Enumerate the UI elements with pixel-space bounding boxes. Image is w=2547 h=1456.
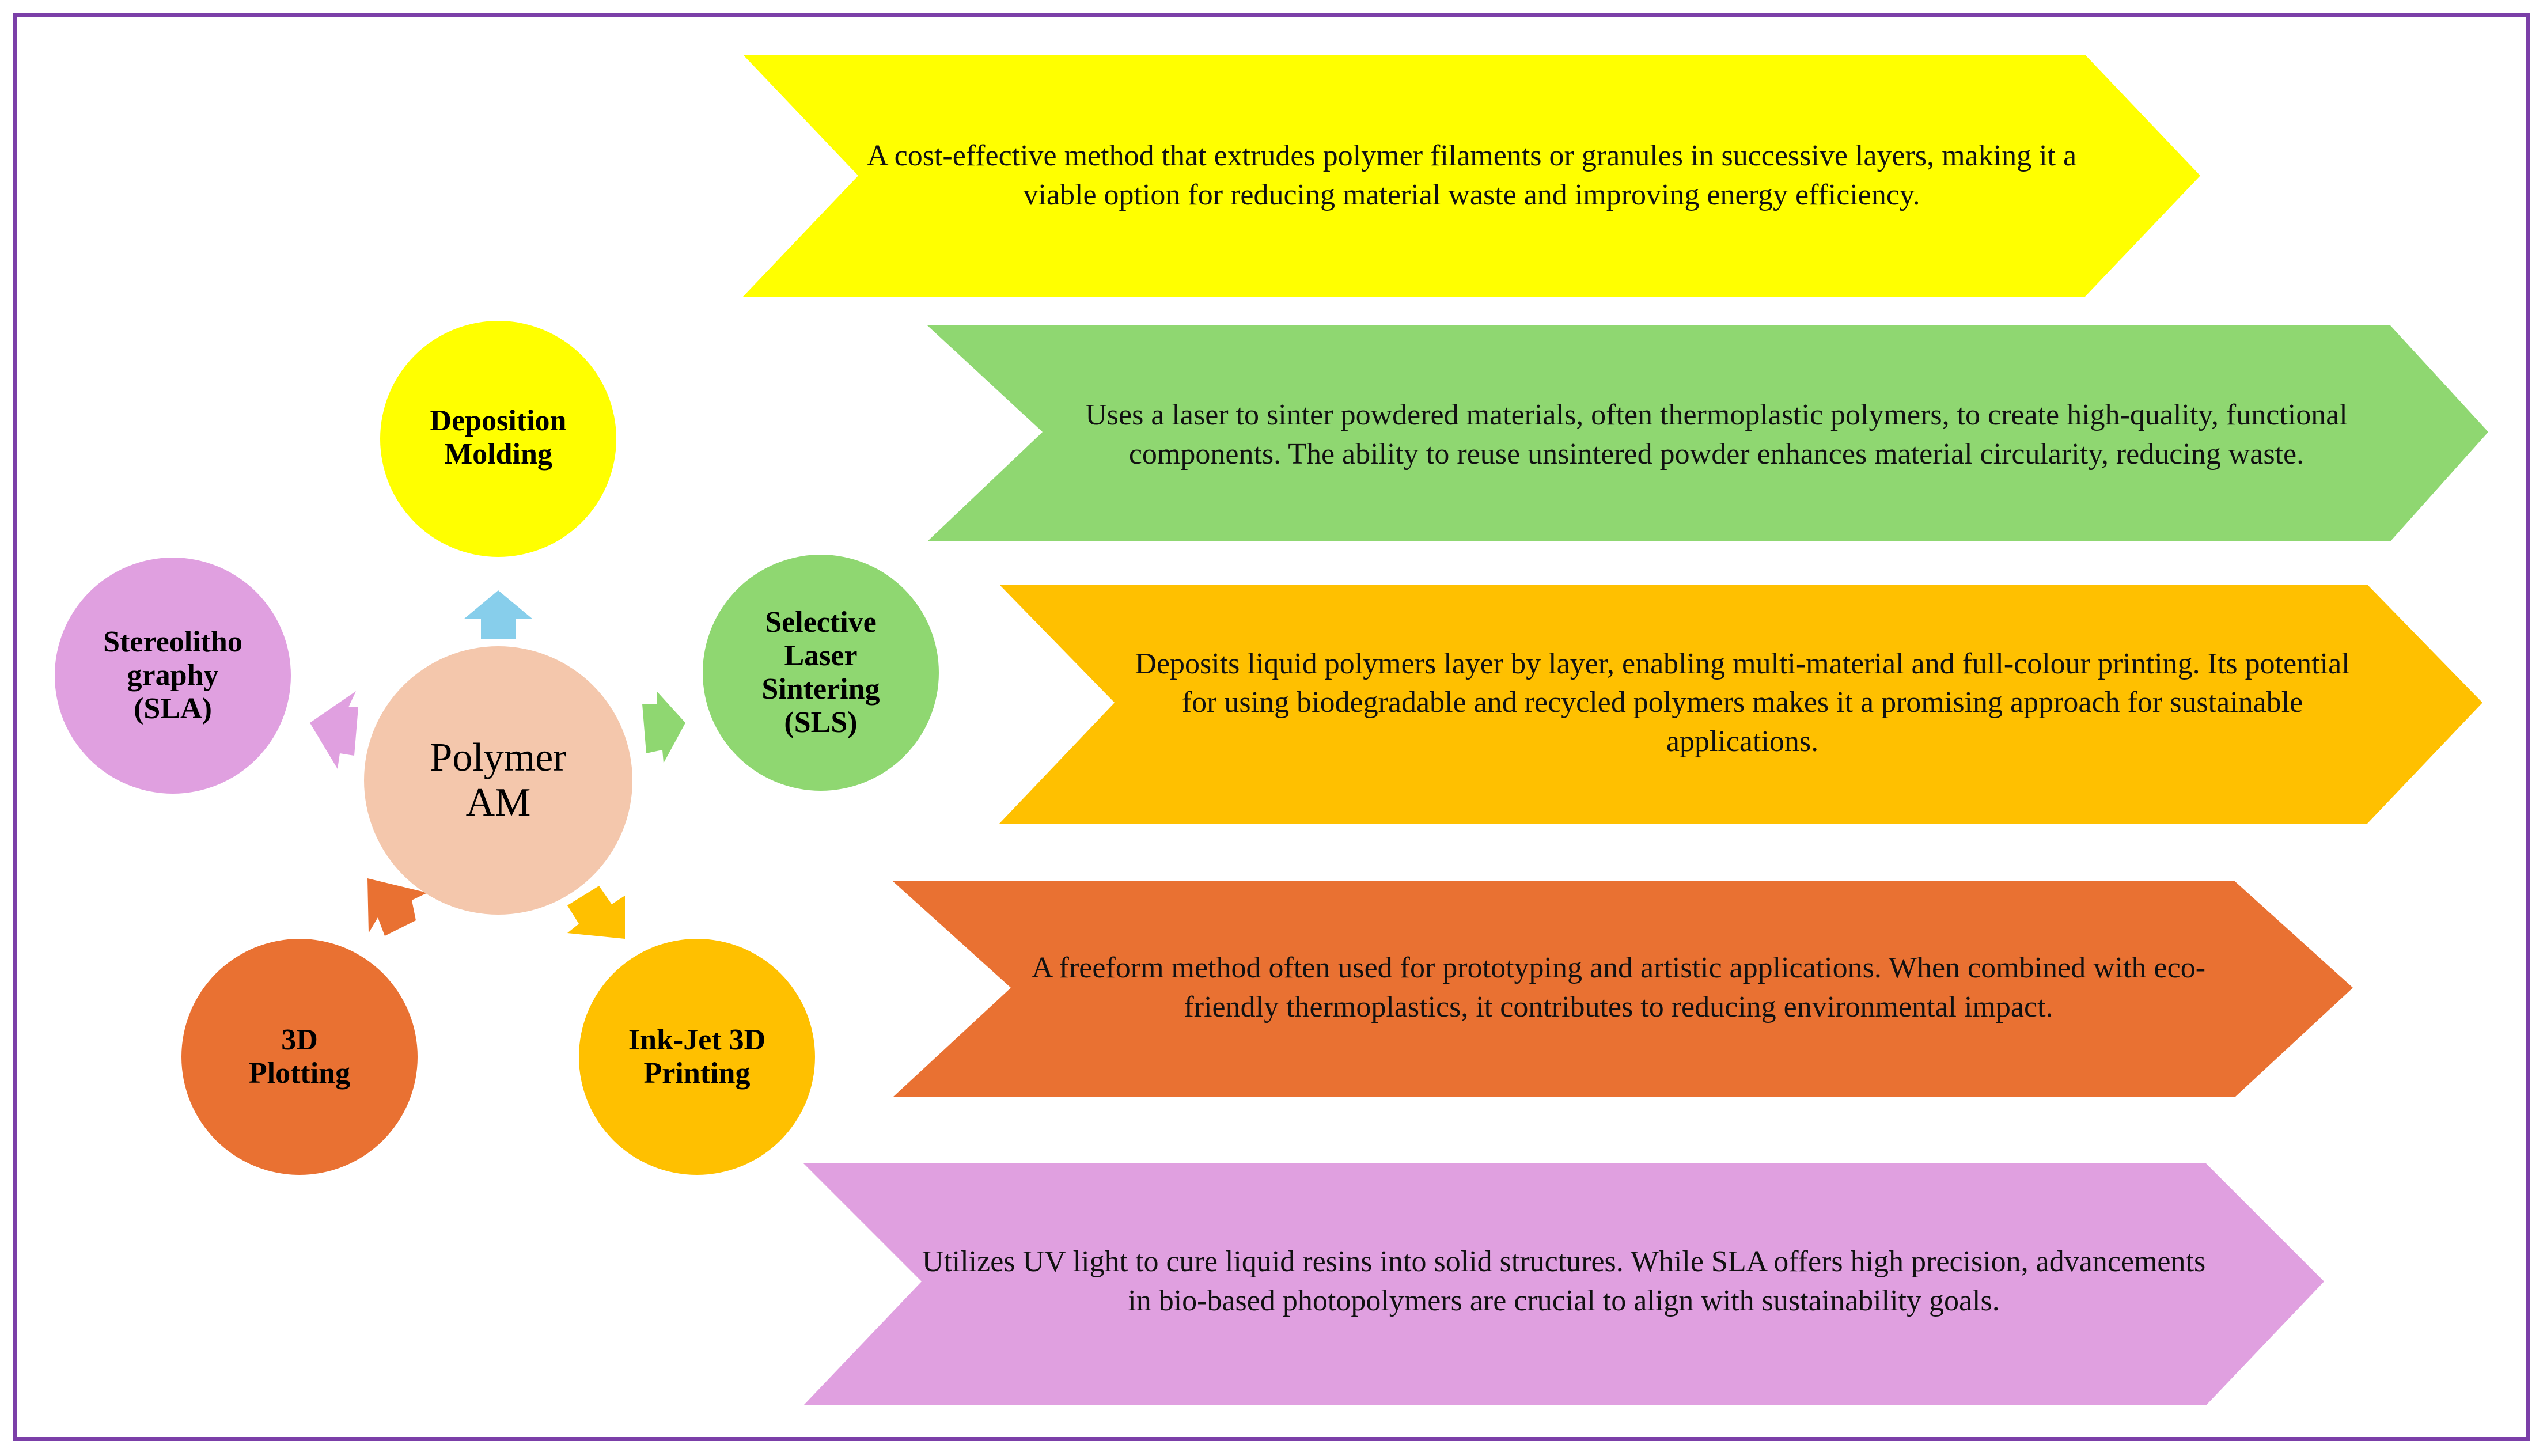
arrow-down-right-icon bbox=[567, 886, 625, 939]
circle-sls bbox=[703, 555, 939, 791]
circle-deposition-molding bbox=[380, 321, 616, 557]
label-line: Selective bbox=[765, 605, 877, 639]
label-line: graphy bbox=[127, 658, 219, 692]
label-line: Printing bbox=[643, 1057, 751, 1090]
label-deposition-molding: Deposition Molding bbox=[383, 351, 613, 524]
chevron-inkjet bbox=[999, 585, 2482, 824]
label-line: (SLS) bbox=[784, 706, 858, 740]
label-line: Sintering bbox=[761, 673, 880, 706]
label-line: (SLA) bbox=[134, 692, 212, 726]
center-label-line: AM bbox=[465, 780, 531, 825]
label-sla: Stereolitho graphy (SLA) bbox=[58, 589, 288, 762]
label-line: 3D bbox=[281, 1023, 318, 1056]
chevron-sla bbox=[803, 1163, 2324, 1405]
label-plotting: 3D Plotting bbox=[184, 970, 415, 1143]
circle-plotting bbox=[181, 939, 418, 1175]
circle-sla bbox=[55, 558, 291, 794]
label-inkjet: Ink-Jet 3D Printing bbox=[582, 970, 812, 1143]
chevron-plotting bbox=[893, 881, 2353, 1097]
label-line: Molding bbox=[444, 438, 552, 471]
label-line: Deposition bbox=[430, 404, 567, 437]
chevron-deposition-molding bbox=[743, 55, 2200, 297]
description-plotting: A freeform method often used for prototy… bbox=[1031, 951, 2206, 1023]
description-deposition-molding: A cost-effective method that extrudes po… bbox=[866, 139, 2077, 211]
arrow-down-left-icon bbox=[367, 878, 427, 936]
label-line: Stereolitho bbox=[103, 625, 242, 658]
label-line: Ink-Jet 3D bbox=[628, 1023, 766, 1056]
label-center: Polymer AM bbox=[383, 694, 613, 867]
label-sls: Selective Laser Sintering (SLS) bbox=[706, 586, 936, 759]
description-sls: Uses a laser to sinter powdered material… bbox=[1085, 399, 2348, 471]
circle-center bbox=[364, 646, 632, 915]
description-sla: Utilizes UV light to cure liquid resins … bbox=[922, 1245, 2206, 1317]
circle-inkjet bbox=[579, 939, 815, 1175]
arrow-up-icon bbox=[464, 590, 533, 639]
label-line: Laser bbox=[784, 639, 858, 672]
label-line: Plotting bbox=[248, 1057, 351, 1090]
chevron-sls bbox=[927, 325, 2488, 541]
description-inkjet: Deposits liquid polymers layer by layer,… bbox=[1135, 647, 2350, 758]
center-label-line: Polymer bbox=[430, 735, 567, 780]
arrow-right-icon bbox=[642, 691, 685, 763]
arrow-left-icon bbox=[310, 691, 358, 769]
